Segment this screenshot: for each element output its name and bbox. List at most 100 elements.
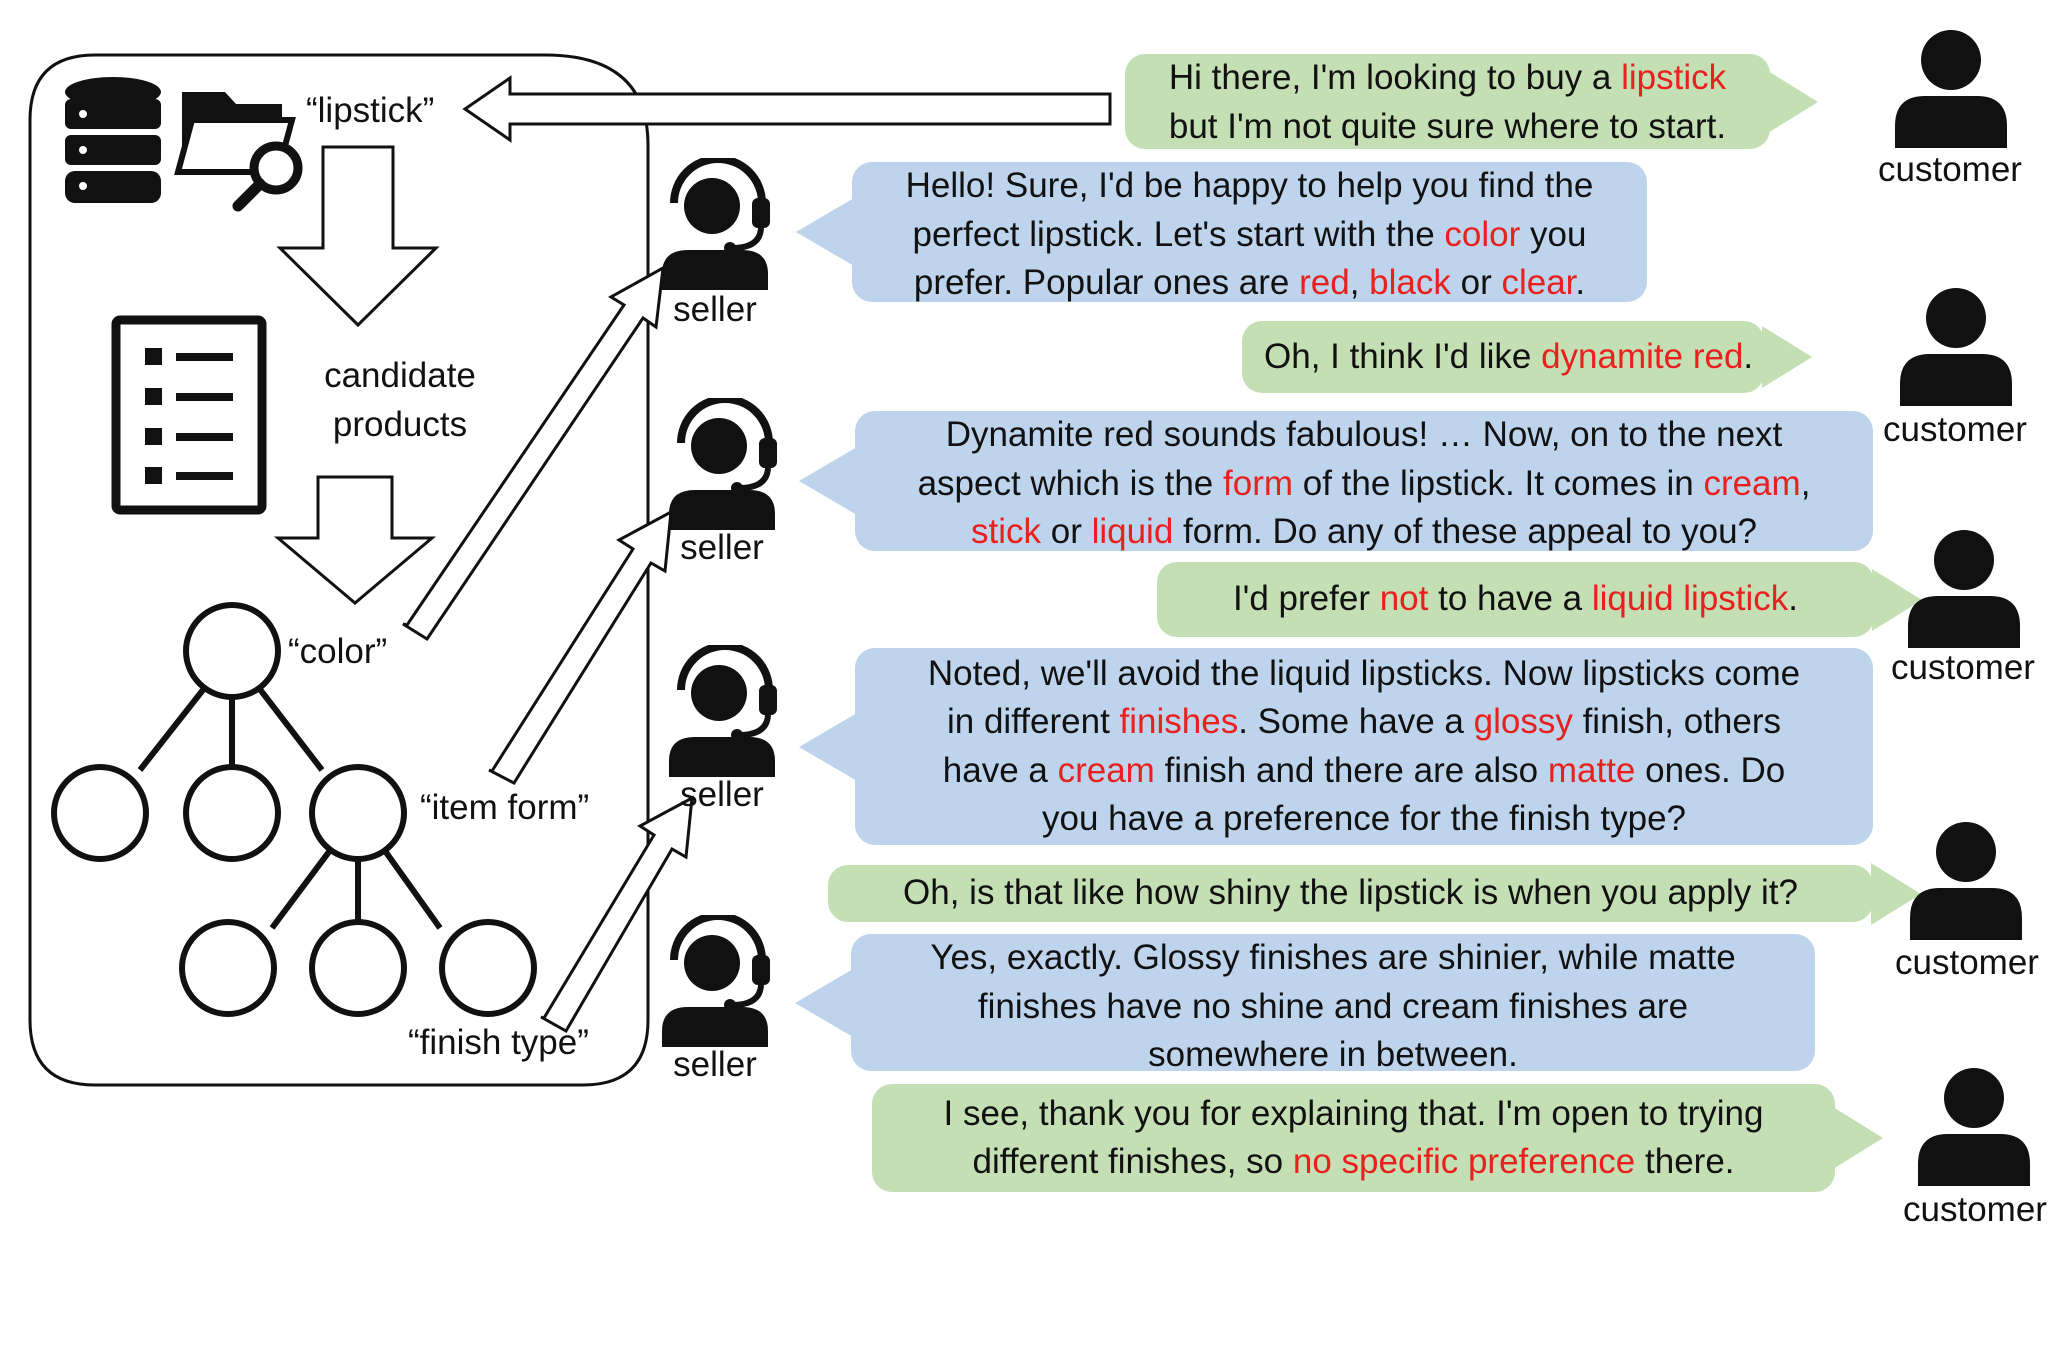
highlighted-keyword: form — [1223, 463, 1293, 503]
message-text: I'd prefer — [1232, 579, 1380, 619]
seller-role-label: seller — [673, 1045, 757, 1084]
message-line: stick or liquid form. Do any of these ap… — [877, 508, 1851, 557]
message-text: . — [1743, 336, 1754, 376]
system-panel-border — [28, 53, 650, 1087]
seller-headset-icon — [669, 398, 777, 530]
customer-bubble-tail — [1762, 326, 1812, 388]
seller-bubble-tail — [795, 968, 853, 1037]
message-text: different finishes, so — [972, 1142, 1293, 1181]
down-arrow-2 — [273, 475, 437, 605]
highlighted-keyword: black — [1369, 263, 1451, 302]
message-line: Yes, exactly. Glossy finishes are shinie… — [873, 934, 1793, 983]
tree-node — [51, 764, 149, 862]
seller-headset-icon — [669, 645, 777, 777]
highlighted-keyword: liquid lipstick — [1591, 579, 1789, 619]
message-line: perfect lipstick. Let's start with the c… — [874, 211, 1625, 260]
highlighted-keyword: finishes — [1119, 702, 1239, 741]
tree-node — [309, 919, 407, 1017]
message-text: Noted, we'll avoid the liquid lipsticks.… — [927, 653, 1801, 693]
attr-color-label: “color” — [288, 632, 388, 671]
message-text: there. — [1635, 1142, 1735, 1181]
attribute-tree — [51, 602, 537, 1017]
seller-role-label: seller — [673, 290, 757, 329]
query-arrow — [462, 75, 1112, 143]
message-line: prefer. Popular ones are red, black or c… — [874, 259, 1625, 308]
message-text: somewhere in between. — [1148, 1035, 1518, 1074]
highlighted-keyword: liquid — [1091, 512, 1174, 551]
seller-bubble-tail — [799, 712, 857, 781]
seller-message-bubble: Noted, we'll avoid the liquid lipsticks.… — [855, 648, 1873, 845]
message-line: somewhere in between. — [873, 1031, 1793, 1080]
highlighted-keyword: red — [1299, 263, 1350, 302]
message-text: perfect lipstick. Let's start with the — [912, 214, 1445, 254]
highlighted-keyword: not — [1379, 579, 1429, 619]
highlighted-keyword: lipstick — [1621, 58, 1727, 97]
customer-person-icon — [1895, 30, 2007, 148]
query-label: “lipstick” — [306, 91, 435, 130]
highlighted-keyword: clear — [1501, 263, 1576, 302]
message-line: Hello! Sure, I'd be happy to help you fi… — [874, 162, 1625, 211]
customer-bubble-tail — [1768, 70, 1818, 133]
message-text: Oh, I think I'd like — [1264, 336, 1542, 376]
folder-search-icon — [174, 92, 303, 212]
message-line: finishes have no shine and cream finishe… — [873, 983, 1793, 1032]
attribute-to-seller-arrows — [402, 265, 694, 1034]
candidate-label-line2: products — [332, 405, 468, 444]
highlighted-keyword: color — [1444, 214, 1521, 254]
highlighted-keyword: glossy — [1473, 702, 1573, 741]
message-line: but I'm not quite sure where to start. — [1147, 103, 1748, 152]
highlighted-keyword: cream — [1703, 463, 1801, 503]
highlighted-keyword: no specific preference — [1292, 1142, 1636, 1181]
message-line: different finishes, so no specific prefe… — [894, 1138, 1813, 1187]
candidate-products-label: candidate products — [300, 356, 500, 445]
message-text: I see, thank you for explaining that. I'… — [943, 1093, 1764, 1133]
message-text: prefer. Popular ones are — [913, 263, 1300, 302]
message-text: Hi there, I'm looking to buy a — [1168, 58, 1622, 97]
message-line: I'd prefer not to have a liquid lipstick… — [1179, 575, 1852, 624]
message-text: Oh, is that like how shiny the lipstick … — [903, 873, 1798, 913]
message-text: , — [1800, 463, 1811, 503]
tree-node — [439, 919, 537, 1017]
message-text: finish and there are also — [1154, 750, 1548, 790]
customer-role-label: customer — [1883, 410, 2027, 449]
message-text: , — [1349, 263, 1370, 302]
message-text: but I'm not quite sure where to start. — [1168, 106, 1727, 146]
seller-message-bubble: Yes, exactly. Glossy finishes are shinie… — [851, 934, 1815, 1074]
customer-person-icon — [1918, 1068, 2030, 1186]
message-line: Oh, I think I'd like dynamite red. — [1264, 333, 1753, 382]
message-text: Hello! Sure, I'd be happy to help you fi… — [905, 166, 1594, 205]
message-line: Hi there, I'm looking to buy a lipstick — [1147, 54, 1748, 103]
customer-message-bubble: I see, thank you for explaining that. I'… — [872, 1084, 1835, 1192]
message-line: Oh, is that like how shiny the lipstick … — [850, 869, 1851, 918]
message-text: . Some have a — [1238, 702, 1474, 741]
message-text: of the lipstick. It comes in — [1293, 463, 1704, 503]
down-arrow-1 — [276, 145, 440, 328]
message-line: I see, thank you for explaining that. I'… — [894, 1090, 1813, 1139]
seller-bubble-tail — [796, 198, 854, 266]
customer-message-bubble: Oh, is that like how shiny the lipstick … — [828, 865, 1873, 922]
checklist-icon — [111, 315, 267, 515]
customer-role-label: customer — [1891, 648, 2035, 687]
customer-role-label: customer — [1878, 150, 2022, 189]
highlighted-keyword: stick — [971, 512, 1041, 551]
customer-role-label: customer — [1903, 1190, 2047, 1229]
message-text: ones. Do — [1635, 750, 1786, 790]
highlighted-keyword: cream — [1057, 750, 1155, 790]
message-text: finish, others — [1572, 702, 1781, 741]
customer-role-label: customer — [1895, 943, 2039, 982]
highlighted-keyword: dynamite red — [1541, 336, 1744, 376]
customer-message-bubble: I'd prefer not to have a liquid lipstick… — [1157, 562, 1874, 637]
message-text: you have a preference for the finish typ… — [1041, 799, 1686, 838]
message-text: or — [1041, 512, 1092, 551]
message-text: . — [1575, 263, 1586, 302]
message-line: have a cream finish and there are also m… — [877, 747, 1851, 796]
message-line: in different finishes. Some have a gloss… — [877, 698, 1851, 747]
message-text: have a — [942, 750, 1058, 790]
tree-node-root — [183, 602, 281, 700]
customer-message-bubble: Oh, I think I'd like dynamite red. — [1242, 321, 1764, 393]
message-text: Dynamite red sounds fabulous! … Now, on … — [945, 415, 1783, 454]
seller-headset-icon — [662, 915, 770, 1047]
tree-node — [179, 919, 277, 1017]
